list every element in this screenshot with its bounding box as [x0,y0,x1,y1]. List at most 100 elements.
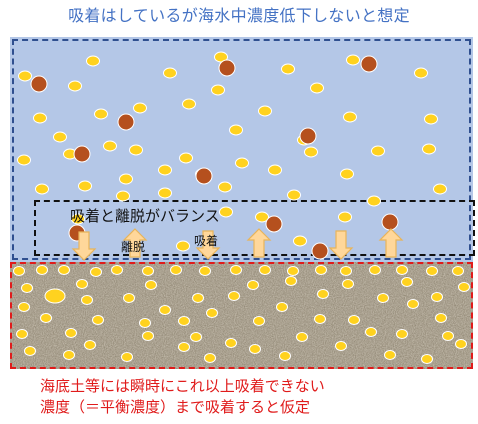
sediment-particle [426,266,438,276]
dissolved-particle [281,63,295,75]
sediment-particle [36,265,48,275]
dissolved-particle [68,80,82,92]
diagram-title: 吸着はしているが海水中濃度低下しないと想定 [68,6,410,25]
sediment-particle [296,332,308,342]
adsorbed-particle [218,59,236,77]
sediment-particle [178,342,190,352]
dissolved-particle [35,183,49,195]
dissolved-particle [310,82,324,94]
dissolved-particle [119,173,133,185]
assumption-note-line2: 濃度（＝平衡濃度）まで吸着すると仮定 [40,398,311,416]
sediment-particle [407,299,419,309]
sediment-particle [335,341,347,351]
dissolved-particle [422,143,436,155]
sediment-particle-large [44,288,66,304]
equilibrium-label: 吸着と離脱がバランス [70,207,220,225]
sediment-particle [139,318,151,328]
desorption-arrow [246,228,272,258]
dissolved-particle [367,195,381,207]
desorption-arrow [378,228,404,258]
dissolved-particle [433,183,447,195]
sediment-particles [13,265,470,364]
sediment-particle [81,295,93,305]
sediment-particle [142,266,154,276]
dissolved-particle [103,140,117,152]
sediment-particle [16,329,28,339]
dissolved-particle [293,235,307,247]
sediment-particle [90,267,102,277]
sediment-particle [435,313,447,323]
dissolved-particles [17,51,447,252]
sediment-particle [247,280,259,290]
sediment-particle [192,293,204,303]
sediment-particle [65,328,77,338]
dissolved-particle [71,213,85,225]
sediment-particle [396,265,408,275]
sediment-particle [230,265,242,275]
dissolved-particle [176,240,190,252]
dissolved-particle [268,164,282,176]
dissolved-particle [86,55,100,67]
sediment-particle [190,332,202,342]
dissolved-particle [287,189,301,201]
sediment-particle [63,350,75,360]
sediment-particle [442,331,454,341]
sediment-particle [377,293,389,303]
adsorption-arrow [71,231,97,261]
dissolved-particle [414,67,428,79]
dissolved-particle [179,152,193,164]
dissolved-particle [182,98,196,110]
adsorbed-particle [30,75,48,93]
sediment-particle [452,266,464,276]
sediment-particle [121,352,133,362]
dissolved-particle [229,124,243,136]
sediment-particle [13,266,25,276]
sediment-particle [314,314,326,324]
adsorbed-particle [381,213,399,231]
sediment-texture [10,262,473,369]
dissolved-particle [235,157,249,169]
sediment-particle [142,331,154,341]
sediment-particle [145,280,157,290]
sediment-particle [123,293,135,303]
dissolved-particle [338,211,352,223]
sediment-particle [317,289,329,299]
sediment-particle [24,346,36,356]
sediment-particle [340,266,352,276]
desorption-arrow [122,228,148,258]
seabed-boundary [10,262,473,369]
dissolved-particle [129,144,143,156]
adsorbed-particle [117,113,135,131]
sediment-particle [170,265,182,275]
sediment-particle [369,265,381,275]
adsorption-arrow [195,230,221,260]
adsorption-arrow [328,230,354,260]
dissolved-particle [133,102,147,114]
sediment-particle [279,351,291,361]
dissolved-particle [53,131,67,143]
dissolved-particle [340,168,354,180]
assumption-note-line1: 海底土等には瞬時にこれ以上吸着できない [40,377,325,395]
sediment-particle [18,302,30,312]
sediment-particle [228,291,240,301]
sediment-particle [159,305,171,315]
sediment-particle [259,265,271,275]
sediment-particle [249,344,261,354]
adsorbed-particle [265,215,283,233]
adsorbed-particle [195,167,213,185]
dissolved-particle [218,181,232,193]
dissolved-particle [158,187,172,199]
dissolved-particle [33,112,47,124]
dissolved-particle [78,180,92,192]
sediment-particle [285,276,297,286]
dissolved-particle [255,211,269,223]
sediment-particle [206,308,218,318]
dissolved-particle [346,54,360,66]
sediment-particle [21,283,33,293]
sediment-particle [455,339,467,349]
dissolved-particle [219,206,233,218]
dissolved-particle [17,154,31,166]
sediment-particle [315,265,327,275]
sediment-particle [40,313,52,323]
